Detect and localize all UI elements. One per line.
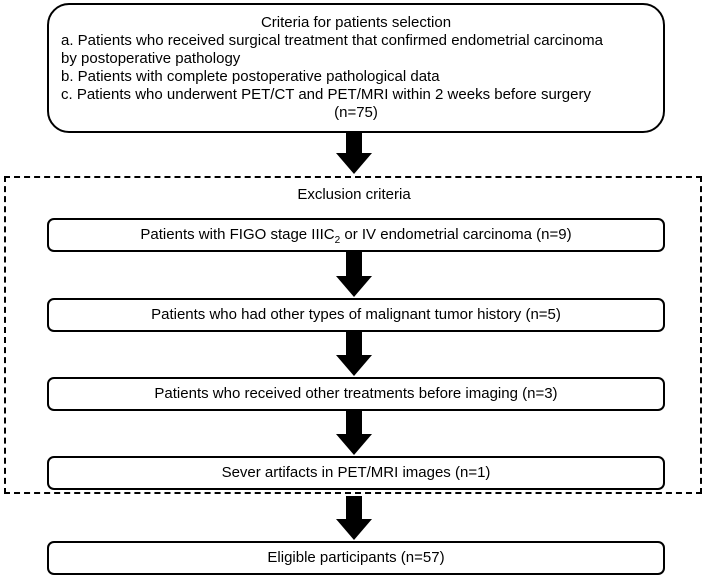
exclusion-criteria-title: Exclusion criteria (297, 186, 411, 203)
selection-criterion-a: a. Patients who received surgical treatm… (61, 32, 603, 49)
selection-criterion-a-continued: by postoperative pathology (61, 50, 241, 67)
exclusion-region (4, 176, 702, 494)
exclusion-step-figo-text: Patients with FIGO stage IIIC2 or IV end… (140, 226, 572, 246)
selection-criterion-b: b. Patients with complete postoperative … (61, 68, 440, 85)
exclusion-step-artifacts-text: Sever artifacts in PET/MRI images (n=1) (221, 464, 491, 481)
selection-criteria-title: Criteria for patients selection (260, 14, 452, 31)
eligible-participants-text: Eligible participants (n=57) (267, 549, 445, 566)
exclusion-step-malignant-text: Patients who had other types of malignan… (151, 306, 561, 323)
down-arrow-icon (336, 133, 372, 174)
selection-count: (n=75) (334, 104, 378, 121)
exclusion-step-other-treatments: Patients who received other treatments b… (47, 377, 665, 411)
down-arrow-icon (336, 252, 372, 297)
selection-criterion-c: c. Patients who underwent PET/CT and PET… (61, 86, 591, 103)
down-arrow-icon (336, 496, 372, 540)
exclusion-step-treatments-text: Patients who received other treatments b… (154, 385, 558, 402)
selection-criteria-box: Criteria for patients selection a. Patie… (47, 3, 665, 133)
eligible-participants-box: Eligible participants (n=57) (47, 541, 665, 575)
exclusion-step-malignant-history: Patients who had other types of malignan… (47, 298, 665, 332)
down-arrow-icon (336, 332, 372, 376)
exclusion-step-artifacts: Sever artifacts in PET/MRI images (n=1) (47, 456, 665, 490)
exclusion-step-figo-stage: Patients with FIGO stage IIIC2 or IV end… (47, 218, 665, 252)
down-arrow-icon (336, 411, 372, 455)
